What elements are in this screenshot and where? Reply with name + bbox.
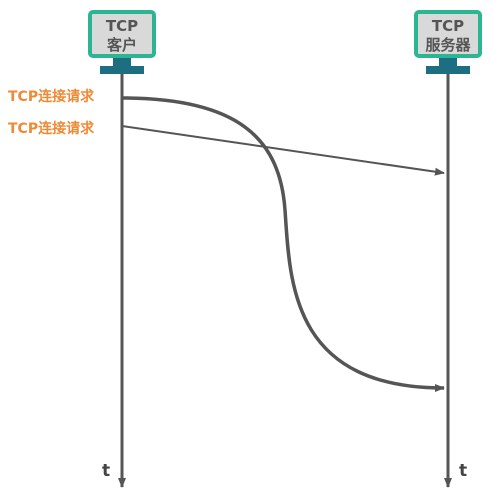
- client-monitor-screen: [88, 10, 156, 58]
- client-computer-icon: TCP 客户: [88, 10, 156, 74]
- server-label-line2: 服务器: [425, 36, 471, 54]
- message-arrow-request: [121, 125, 445, 176]
- message-label-2: TCP连接请求: [8, 120, 95, 137]
- message-label-1: TCP连接请求: [8, 88, 95, 105]
- server-time-axis-label: t: [459, 461, 467, 481]
- client-monitor-neck: [113, 58, 131, 66]
- client-label-line2: 客户: [106, 36, 137, 54]
- client-time-axis-label: t: [102, 461, 110, 481]
- server-computer-icon: TCP 服务器: [414, 10, 482, 74]
- server-label-line1: TCP: [432, 17, 464, 35]
- client-monitor-base: [100, 66, 144, 74]
- server-monitor-neck: [439, 58, 457, 66]
- client-label-line1: TCP: [106, 17, 138, 35]
- server-monitor-base: [426, 66, 470, 74]
- message-arrow-delayed-request: [121, 96, 445, 392]
- server-monitor-screen: [414, 10, 482, 58]
